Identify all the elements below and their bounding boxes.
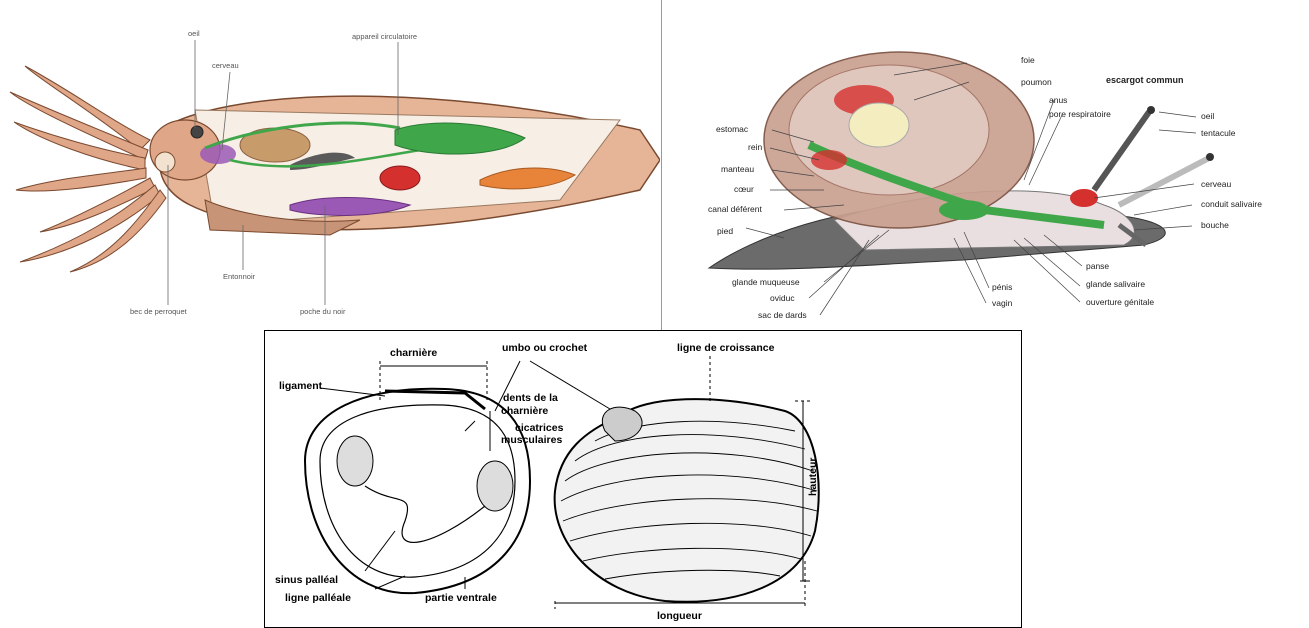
clam-label-ligament: ligament (279, 381, 322, 392)
snail-label-anus: anus (1049, 96, 1067, 105)
snail-label-poumon: poumon (1021, 78, 1052, 87)
clam-label-ligne-croissance: ligne de croissance (677, 343, 774, 354)
clam-label-hauteur: hauteur (808, 457, 819, 496)
snail-label-sac: sac de dards (758, 311, 807, 320)
squid-label-poche: poche du noir (300, 308, 345, 316)
squid-label-appareil-circulatoire: appareil circulatoire (352, 33, 417, 41)
snail-label-panse: panse (1086, 262, 1109, 271)
snail-label-coeur: cœur (734, 185, 754, 194)
snail-label-pied: pied (717, 227, 733, 236)
clam-label-ligne-palleale: ligne palléale (285, 593, 351, 604)
squid-diagram: oeil cerveau appareil circulatoire Enton… (0, 0, 660, 330)
snail-label-pore: pore respiratoire (1049, 110, 1111, 119)
clam-label-sinus: sinus palléal (275, 575, 338, 586)
panel-divider (661, 0, 662, 330)
clam-label-umbo: umbo ou crochet (502, 343, 587, 354)
clam-label-charniere: charnière (390, 348, 437, 359)
squid-illustration (0, 0, 660, 330)
clam-label-dents-1: dents de la (503, 393, 558, 404)
snail-label-ouverture: ouverture génitale (1086, 298, 1154, 307)
snail-label-foie: foie (1021, 56, 1035, 65)
squid-label-oeil: oeil (188, 30, 200, 38)
clam-diagram: charnière umbo ou crochet ligne de crois… (264, 330, 1022, 628)
clam-label-cicatrices-1: cicatrices (515, 423, 563, 434)
snail-label-vagin: vagin (992, 299, 1012, 308)
snail-label-cerveau: cerveau (1201, 180, 1231, 189)
snail-label-glande-muqueuse: glande muqueuse (732, 278, 800, 287)
snail-label-manteau: manteau (721, 165, 754, 174)
snail-label-bouche: bouche (1201, 221, 1229, 230)
snail-title: escargot commun (1106, 76, 1184, 85)
snail-label-penis: pénis (992, 283, 1012, 292)
squid-label-entonnoir: Entonnoir (223, 273, 255, 281)
snail-label-estomac: estomac (716, 125, 748, 134)
snail-label-oeil: oeil (1201, 112, 1214, 121)
snail-label-tentacule: tentacule (1201, 129, 1236, 138)
snail-label-glande-salivaire: glande salivaire (1086, 280, 1145, 289)
snail-diagram: foie poumon escargot commun anus pore re… (664, 0, 1309, 330)
clam-label-longueur: longueur (657, 611, 702, 622)
clam-illustration (265, 331, 1022, 628)
clam-label-partie-ventrale: partie ventrale (425, 593, 497, 604)
clam-label-dents-2: charnière (501, 406, 548, 417)
snail-label-oviduc: oviduc (770, 294, 795, 303)
snail-label-conduit: conduit salivaire (1201, 200, 1262, 209)
squid-label-cerveau: cerveau (212, 62, 239, 70)
snail-label-rein: rein (748, 143, 762, 152)
clam-label-cicatrices-2: musculaires (501, 435, 562, 446)
snail-label-canal: canal déférent (708, 205, 762, 214)
squid-label-bec: bec de perroquet (130, 308, 187, 316)
